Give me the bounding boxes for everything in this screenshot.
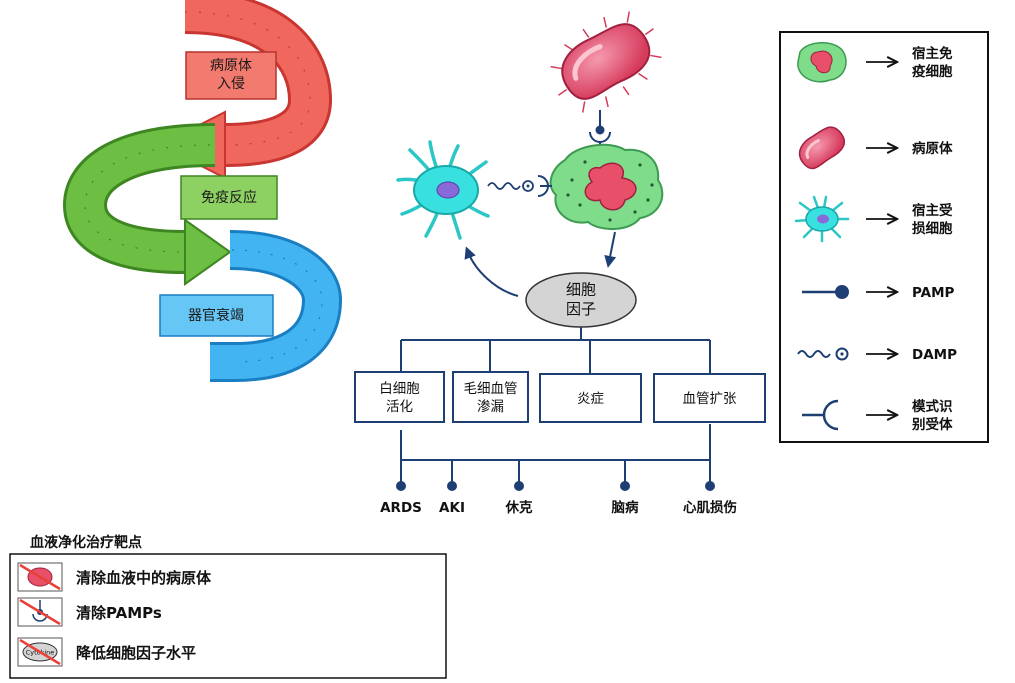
- legend-item: 宿主受损细胞: [794, 195, 953, 243]
- cytokine-node: 细胞因子: [525, 272, 637, 328]
- effect-boxes: 白细胞活化 毛细血管渗漏 炎症 血管扩张: [354, 371, 766, 423]
- pamp-icon: [802, 285, 849, 299]
- crossed-pamp-icon: [17, 597, 63, 627]
- crossed-cytokine-icon: Cytokine: [17, 637, 63, 667]
- outcome-item: 脑病: [612, 460, 640, 516]
- cytokine-label: 细胞因子: [566, 280, 596, 318]
- outcome-pins: ARDS AKI 休克 脑病 心肌损伤: [380, 460, 737, 516]
- outcome-label: 休克: [505, 499, 534, 516]
- pathogen-top: [550, 11, 662, 113]
- stage-label-organ-failure: 器官衰竭: [188, 307, 244, 324]
- targets-box: [9, 553, 447, 679]
- damaged-host-cell: [396, 140, 552, 240]
- legend-label: 宿主免疫细胞: [912, 45, 953, 80]
- effect-box: 白细胞活化: [354, 371, 445, 423]
- blue-arrow: [210, 230, 343, 382]
- legend-item: 病原体: [798, 126, 953, 170]
- host-immune-cell: [549, 143, 664, 230]
- effect-box: 炎症: [539, 373, 642, 423]
- effects-tree: [400, 327, 711, 374]
- effect-label: 炎症: [577, 391, 604, 407]
- target-items: 清除血液中的病原体清除PAMPsCytokine 降低细胞因子水平: [17, 562, 212, 667]
- outcome-label: AKI: [439, 500, 465, 516]
- target-item: 清除血液中的病原体: [17, 562, 212, 592]
- green-arrow: [62, 123, 232, 286]
- legend-label: PAMP: [912, 285, 955, 301]
- target-label: 降低细胞因子水平: [76, 644, 196, 662]
- pathogen-icon: [798, 126, 845, 170]
- stage-box-invasion: 病原体入侵: [185, 51, 277, 100]
- stage-box-organ-failure: 器官衰竭: [159, 294, 274, 337]
- legend-label: 宿主受损细胞: [912, 202, 953, 237]
- stage-box-immune-response: 免疫反应: [180, 175, 278, 220]
- target-label: 清除血液中的病原体: [76, 569, 212, 587]
- effect-label: 毛细血管渗漏: [464, 381, 518, 415]
- targets-title: 血液净化治疗靶点: [30, 534, 142, 551]
- target-item: Cytokine 降低细胞因子水平: [17, 637, 196, 667]
- legend-label: 病原体: [912, 140, 953, 157]
- legend-item: PAMP: [802, 285, 955, 301]
- outcome-label: ARDS: [380, 500, 422, 516]
- outcome-item: 心肌损伤: [683, 460, 737, 516]
- arrow-immune-to-cytokine: [604, 231, 617, 268]
- outcome-label: 脑病: [612, 499, 640, 516]
- outcomes-tree: [400, 424, 711, 461]
- crossed-pathogen-icon: [17, 562, 63, 592]
- damp-icon: [797, 347, 849, 361]
- pattern-recognition-receptor-icon: [802, 399, 839, 431]
- target-label: 清除PAMPs: [76, 604, 162, 622]
- outcome-item: 休克: [505, 460, 534, 516]
- effect-label: 血管扩张: [683, 391, 737, 407]
- legend-box: [779, 31, 989, 443]
- damaged-host-cell-icon: [794, 195, 850, 243]
- effect-box: 血管扩张: [653, 373, 766, 423]
- outcome-item: ARDS: [380, 460, 422, 516]
- legend-item: DAMP: [797, 347, 957, 363]
- host-immune-cell-icon: [797, 42, 847, 83]
- stage-label-invasion: 病原体入侵: [210, 58, 252, 92]
- legend-item: 宿主免疫细胞: [797, 42, 953, 83]
- target-item: 清除PAMPs: [17, 597, 162, 627]
- legend-label: DAMP: [912, 347, 957, 363]
- legend-label: 模式识别受体: [911, 398, 953, 433]
- arrow-cytokine-to-damaged-cell: [464, 246, 519, 297]
- legend-item: 模式识别受体: [802, 398, 953, 433]
- stage-label-immune-response: 免疫反应: [201, 189, 257, 206]
- effect-box: 毛细血管渗漏: [452, 371, 529, 423]
- outcome-item: AKI: [439, 460, 465, 516]
- outcome-label: 心肌损伤: [683, 499, 737, 516]
- effect-label: 白细胞活化: [379, 381, 420, 415]
